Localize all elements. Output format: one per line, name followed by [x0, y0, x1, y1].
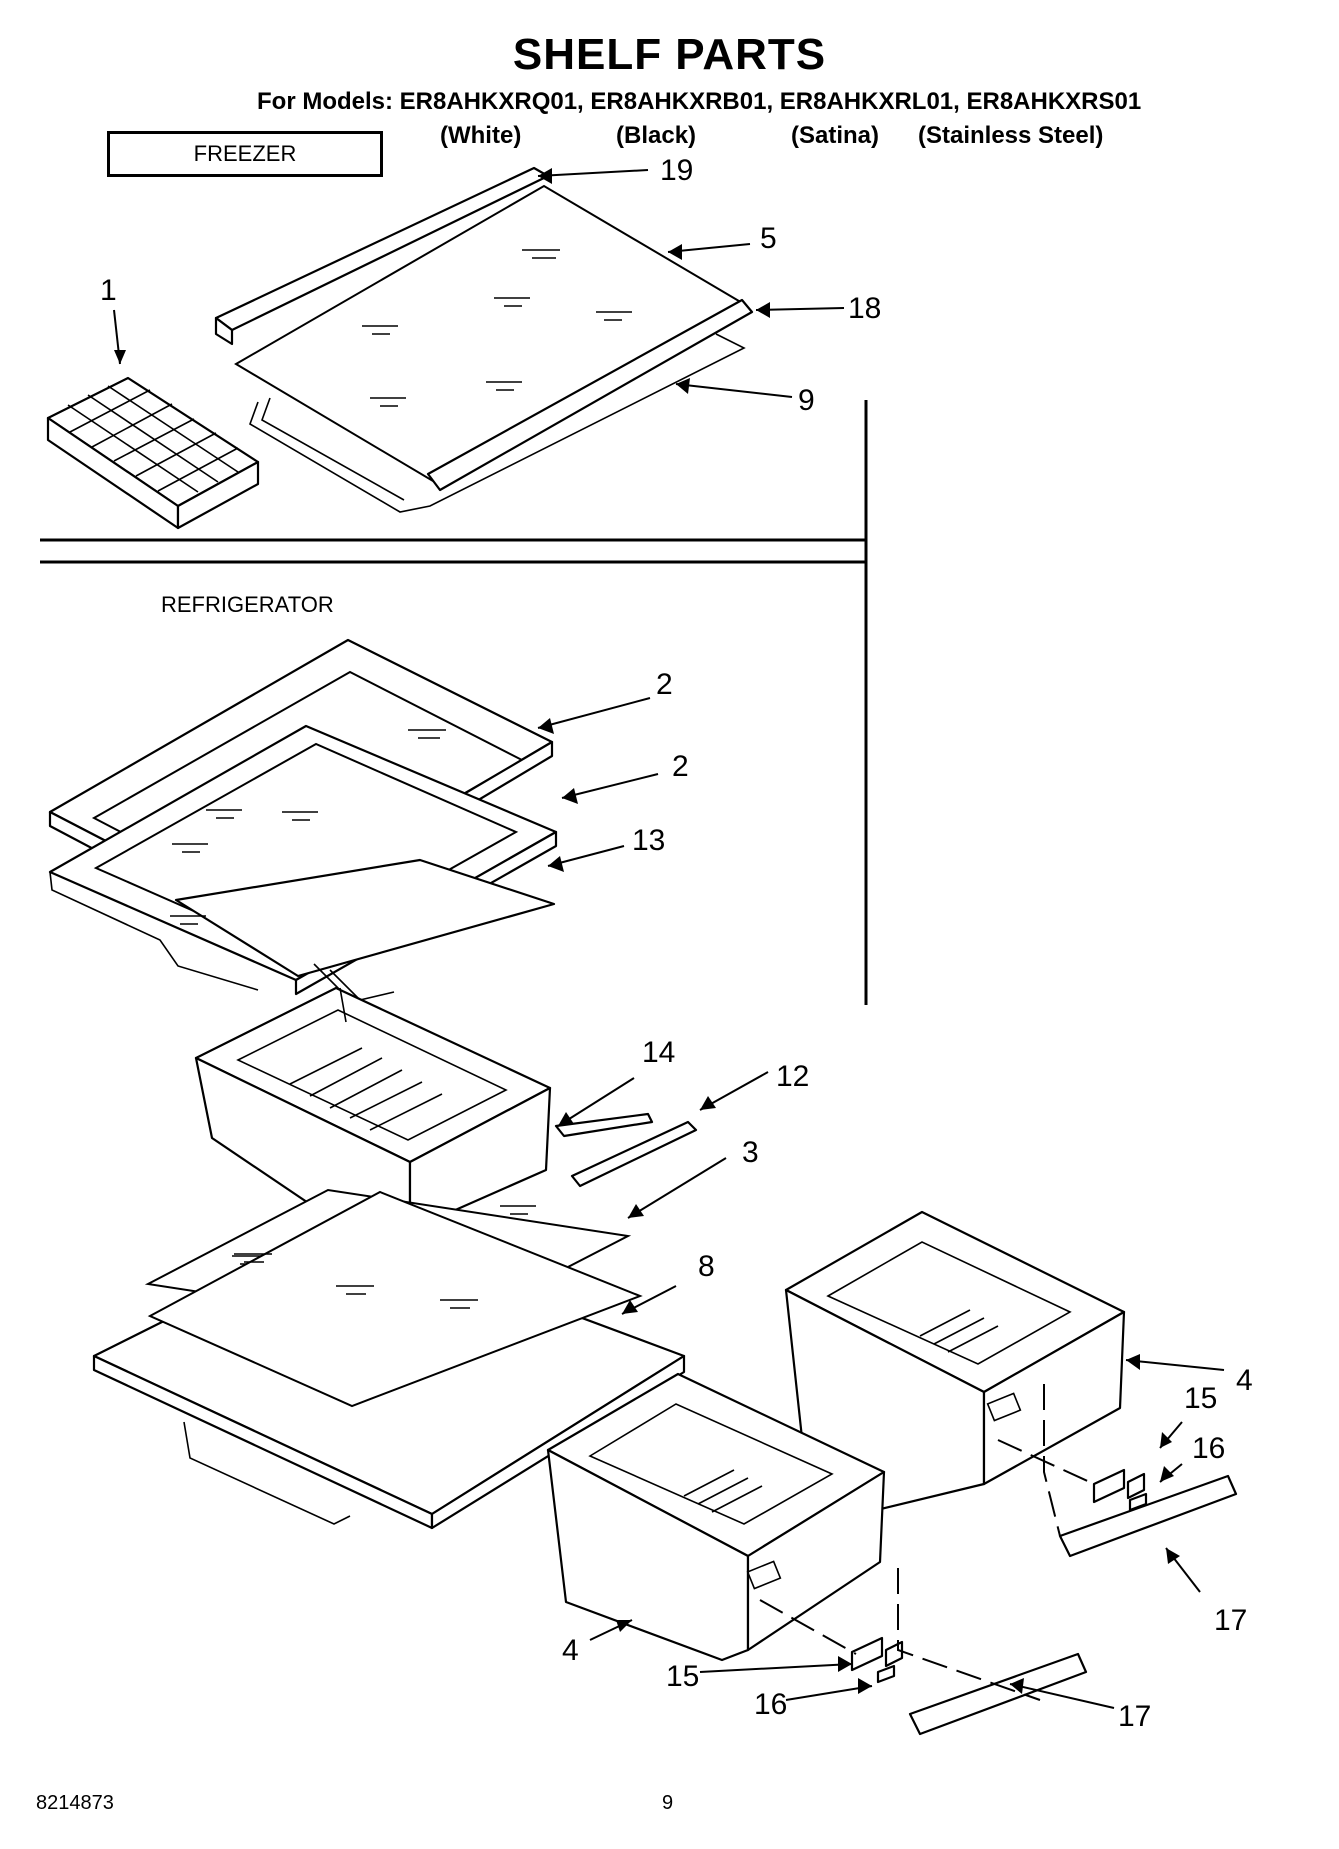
section-dividers — [40, 400, 868, 1005]
callout-4-left: 4 — [562, 1634, 579, 1667]
callout-17-right: 17 — [1214, 1604, 1247, 1637]
glass-glare-marks — [362, 249, 632, 407]
callout-9: 9 — [798, 384, 815, 417]
callout-17-left: 17 — [1118, 1700, 1151, 1733]
callout-2-lower: 2 — [672, 750, 689, 783]
refrigerator-shelf-frame — [174, 858, 556, 1007]
ice-tray-part — [46, 376, 260, 530]
variant-stainless: (Stainless Steel) — [918, 122, 1104, 149]
drawer-ribs — [289, 1047, 443, 1131]
callout-5: 5 — [760, 222, 777, 255]
callout-4-right: 4 — [1236, 1364, 1253, 1397]
document-number: 8214873 — [36, 1792, 114, 1814]
callout-1: 1 — [100, 274, 117, 307]
page-title: SHELF PARTS — [512, 30, 827, 79]
trim-strips — [908, 1474, 1238, 1736]
drawer-rail-parts — [554, 1112, 698, 1188]
callout-12: 12 — [776, 1060, 809, 1093]
callout-8: 8 — [698, 1250, 715, 1283]
callout-13: 13 — [632, 824, 665, 857]
freezer-shelf-assembly — [214, 166, 754, 513]
callout-15-left: 15 — [666, 1660, 699, 1693]
refrigerator-section-label: REFRIGERATOR — [161, 592, 334, 617]
variant-black: (Black) — [616, 122, 697, 149]
callout-16-right: 16 — [1192, 1432, 1225, 1465]
callout-3: 3 — [742, 1136, 759, 1169]
alignment-lines — [759, 1384, 1095, 1701]
callout-16-left: 16 — [754, 1688, 787, 1721]
freezer-section-label: FREEZER — [107, 131, 383, 177]
page-number: 9 — [662, 1792, 674, 1814]
leader-arrowheads — [114, 168, 1180, 1694]
variant-white: (White) — [440, 122, 522, 149]
callout-14: 14 — [642, 1036, 675, 1069]
callout-numbers: 1 19 5 18 9 2 2 13 14 12 3 8 4 15 16 17 … — [100, 154, 1253, 1733]
shelf-glare-marks — [170, 729, 446, 925]
callout-19: 19 — [660, 154, 693, 187]
callout-15-right: 15 — [1184, 1382, 1217, 1415]
models-line: For Models: ER8AHKXRQ01, ER8AHKXRB01, ER… — [257, 88, 1142, 115]
callout-2-upper: 2 — [656, 668, 673, 701]
callout-18: 18 — [848, 292, 881, 325]
crisper-drawer-left — [546, 1372, 886, 1662]
variant-satina: (Satina) — [791, 122, 880, 149]
crisper-cover-frame — [92, 1190, 686, 1530]
